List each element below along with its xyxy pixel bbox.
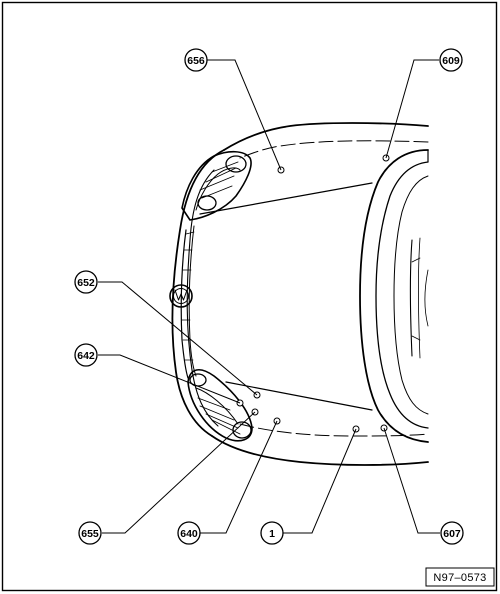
- front-left-contour: [171, 149, 225, 437]
- callout-label-1: 1: [269, 528, 275, 540]
- callout-label-642: 642: [77, 350, 95, 362]
- reference-code-box: N97–0573: [425, 567, 495, 587]
- callout-label-607: 607: [443, 528, 461, 540]
- callout-655: 655: [78, 521, 102, 545]
- leader-656: [207, 59, 282, 171]
- callout-label-640: 640: [180, 528, 198, 540]
- leader-655: [102, 411, 256, 534]
- measurement-points: [236, 154, 390, 433]
- headlight-upper-housing: [181, 150, 252, 221]
- hood-lower-crease: [225, 381, 373, 411]
- wiper-reflection: [409, 239, 413, 357]
- callout-label-652: 652: [77, 277, 95, 289]
- hood-shut-line-top: [239, 140, 429, 159]
- windshield-frame: [375, 161, 429, 429]
- reference-code: N97–0573: [433, 572, 486, 584]
- callout-609: 609: [439, 48, 463, 72]
- callout-652: 652: [74, 270, 98, 294]
- front-inner-contour: [186, 169, 219, 427]
- callout-656: 656: [184, 48, 208, 72]
- leader-lines: [98, 59, 440, 534]
- callout-1: 1: [260, 521, 284, 545]
- bottom-edge: [211, 435, 429, 466]
- callout-642: 642: [74, 343, 98, 367]
- callout-label-656: 656: [187, 55, 205, 67]
- leader-642: [98, 354, 241, 404]
- vw-emblem: [169, 284, 193, 308]
- hood-top-edge: [223, 122, 429, 151]
- headlight-lower-housing: [187, 369, 253, 442]
- callout-607: 607: [440, 521, 464, 545]
- vehicle-outline: [169, 122, 429, 466]
- leader-609: [385, 59, 439, 159]
- callout-label-655: 655: [81, 528, 99, 540]
- leader-607: [383, 427, 440, 534]
- leader-1: [283, 428, 357, 534]
- callout-label-609: 609: [442, 55, 460, 67]
- leader-640: [200, 420, 278, 534]
- leader-652: [98, 281, 258, 396]
- hood-crease: [199, 182, 373, 215]
- grille-bar: [180, 229, 189, 379]
- callout-640: 640: [177, 521, 201, 545]
- windshield-outer: [359, 149, 429, 443]
